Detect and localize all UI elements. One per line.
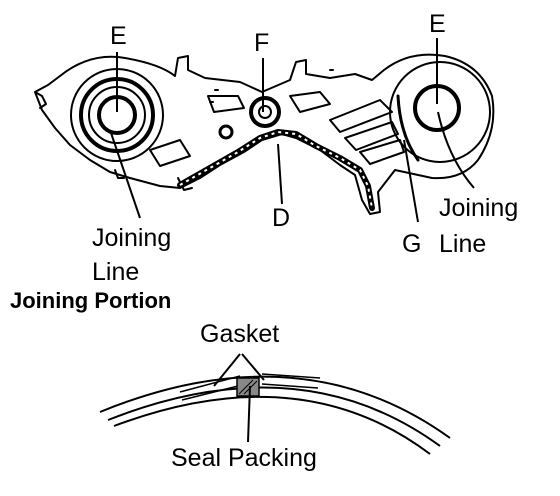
label-e-left: E bbox=[110, 22, 127, 50]
label-gasket: Gasket bbox=[200, 320, 280, 348]
rib-3 bbox=[359, 139, 405, 165]
label-e-right: E bbox=[429, 10, 446, 38]
leader-joining-right bbox=[437, 111, 475, 189]
tab-left bbox=[34, 91, 47, 109]
label-joining-right-1: Joining bbox=[439, 194, 519, 222]
seal-packing-bead bbox=[177, 129, 375, 211]
leader-joining-left bbox=[109, 129, 141, 219]
gasket-band-inner bbox=[107, 386, 441, 447]
dots-1 bbox=[209, 69, 334, 103]
leader-d bbox=[277, 143, 283, 205]
rib-4 bbox=[289, 91, 331, 113]
leader-seal-packing bbox=[247, 385, 251, 443]
tab-bottom-left bbox=[114, 169, 125, 179]
seal-packing-block bbox=[236, 377, 260, 397]
rib-2 bbox=[344, 121, 399, 151]
gasket-right-strip bbox=[261, 373, 321, 389]
gasket-band-outer bbox=[99, 375, 451, 439]
center-boss-outer bbox=[249, 96, 281, 128]
center-boss-inner bbox=[258, 105, 272, 119]
leader-g bbox=[403, 139, 419, 223]
label-joining-left-2: Line bbox=[92, 258, 140, 286]
label-seal-packing: Seal Packing bbox=[171, 444, 317, 472]
leader-gasket-right bbox=[241, 353, 265, 381]
right-seal-arc bbox=[396, 94, 420, 162]
label-f: F bbox=[254, 29, 270, 57]
label-g: G bbox=[402, 230, 422, 258]
bolt-hole bbox=[218, 124, 234, 140]
section-title: Joining Portion bbox=[10, 288, 172, 313]
label-joining-right-2: Line bbox=[439, 230, 487, 258]
seal-packing-bead-inner bbox=[179, 130, 373, 209]
rib-6 bbox=[149, 139, 191, 167]
rib-5 bbox=[207, 95, 245, 113]
gasket-left-strip bbox=[179, 375, 241, 401]
label-d: D bbox=[272, 204, 291, 232]
leader-gasket-left bbox=[213, 353, 241, 387]
cover-outline bbox=[34, 53, 495, 215]
gasket-band-innermost bbox=[113, 395, 431, 455]
label-joining-left-1: Joining bbox=[92, 224, 172, 252]
rib-1 bbox=[329, 99, 393, 133]
